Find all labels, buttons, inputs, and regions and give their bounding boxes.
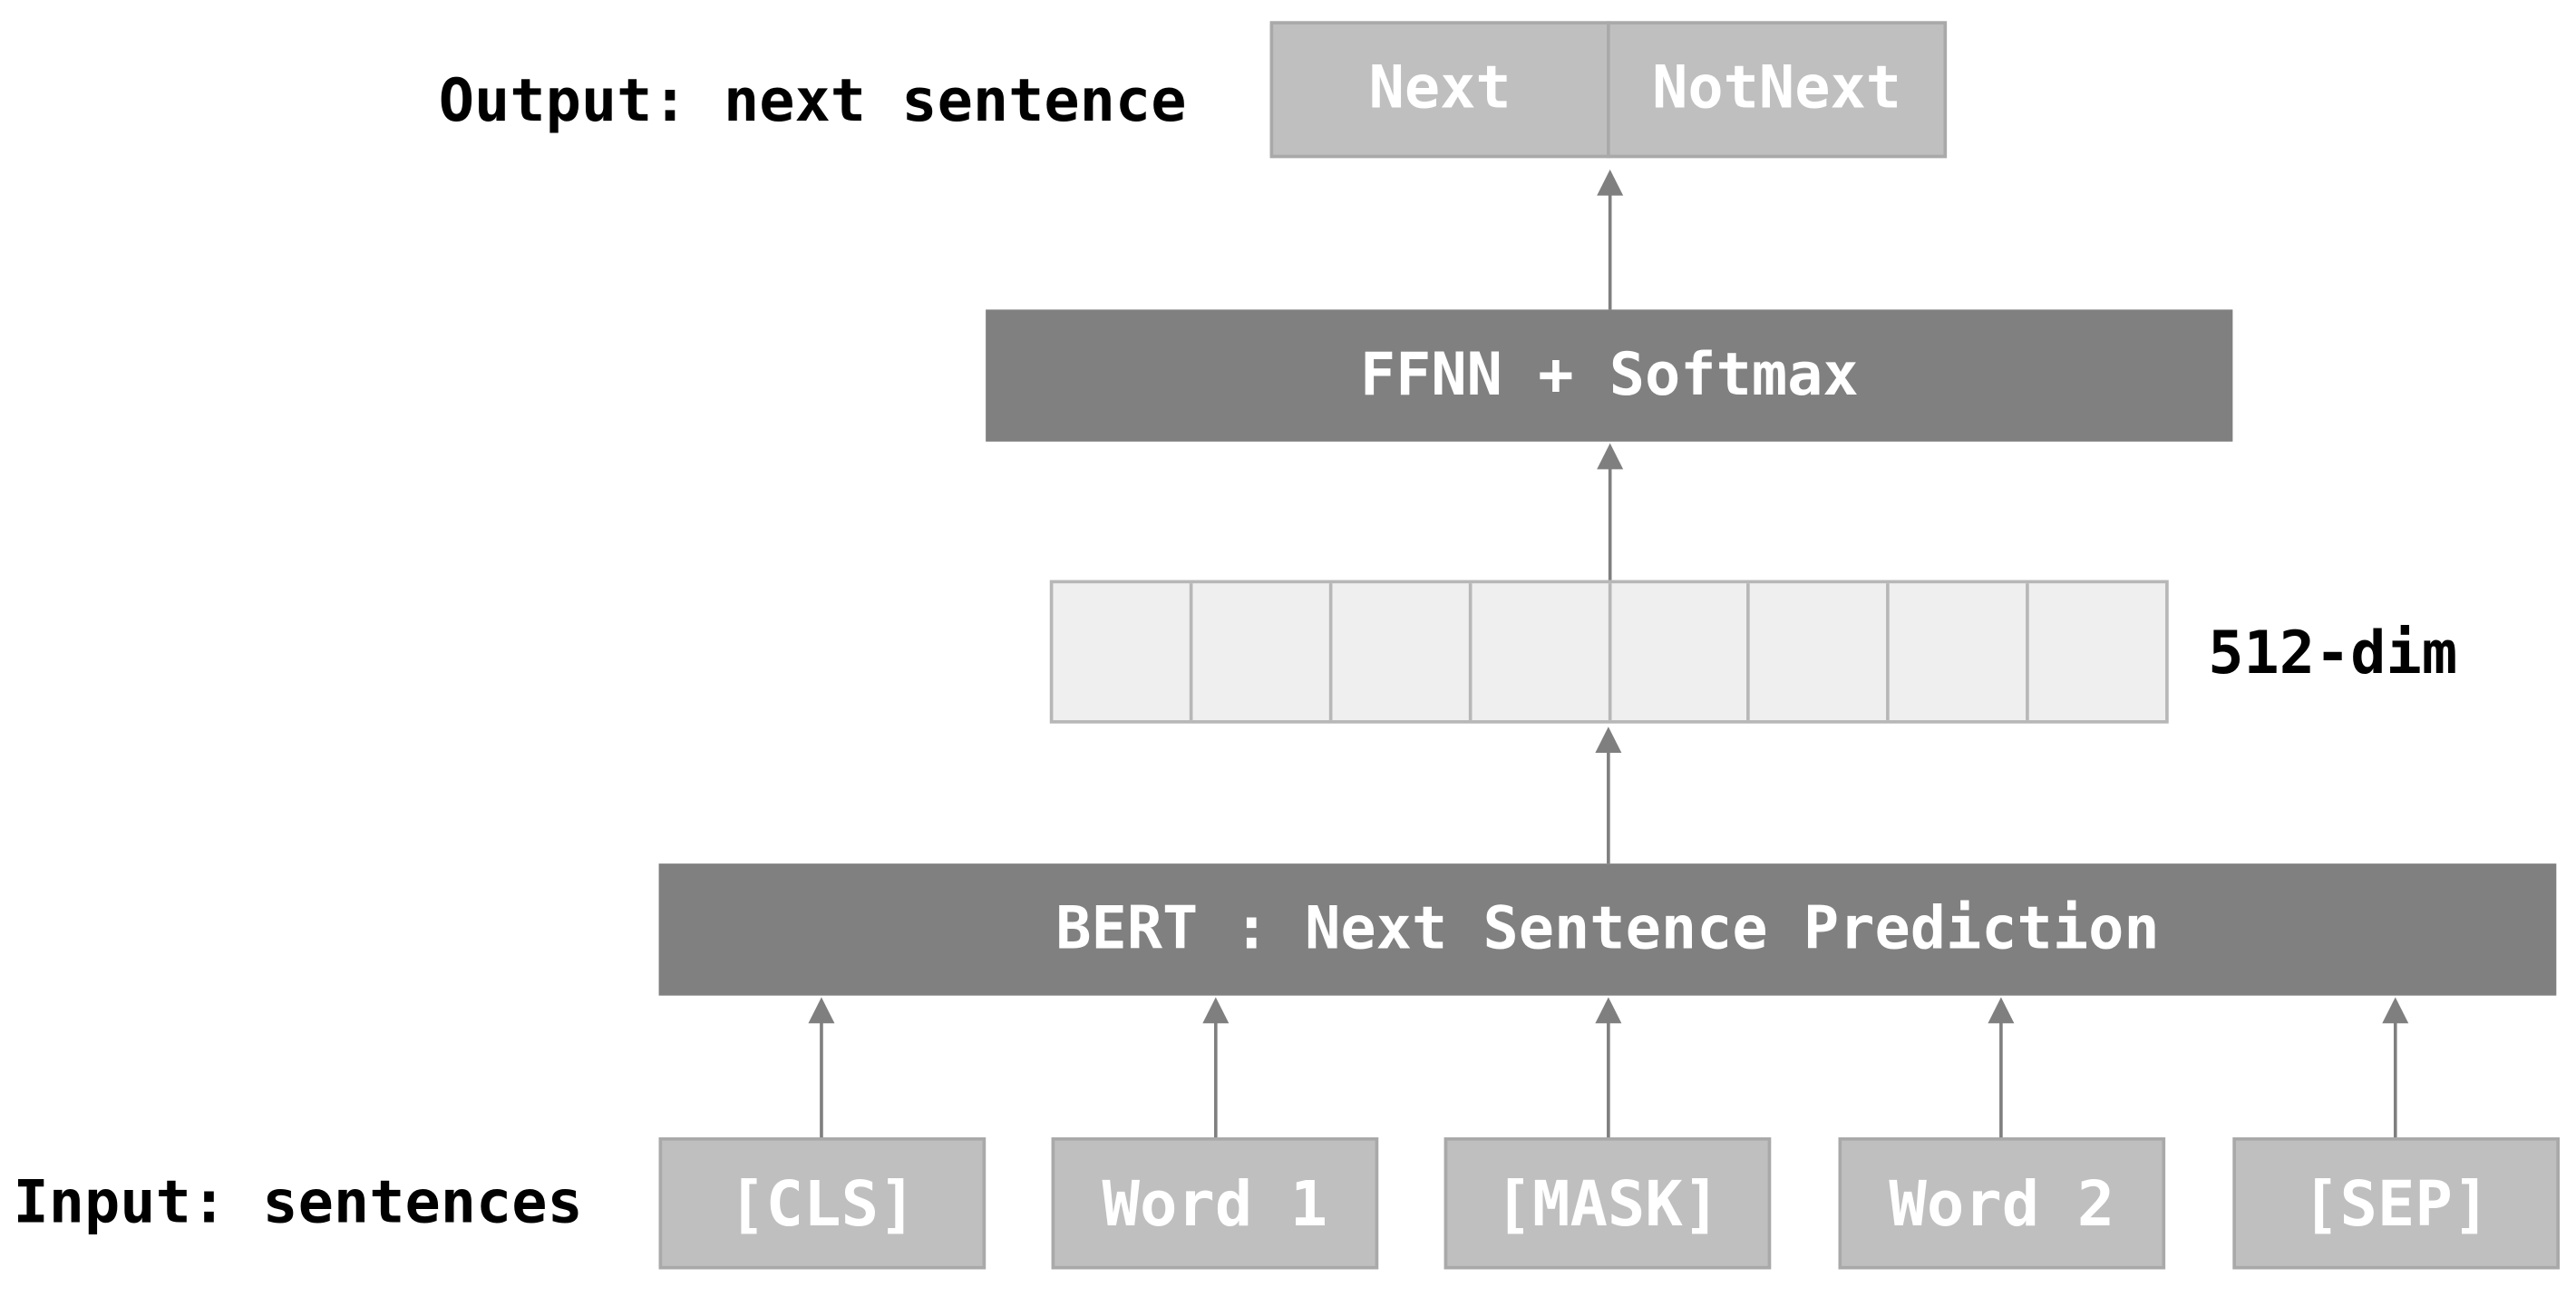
cls-embedding-vector bbox=[1049, 580, 2169, 724]
arrowhead bbox=[1597, 443, 1624, 470]
vector-cell bbox=[1332, 583, 1472, 721]
bert-encoder-block: BERT : Next Sentence Prediction bbox=[658, 863, 2557, 996]
input-label: Input: sentences bbox=[13, 1169, 583, 1237]
arrowhead bbox=[1597, 169, 1624, 196]
arrowhead bbox=[808, 997, 835, 1024]
vector-cell bbox=[1192, 583, 1332, 721]
vector-cell bbox=[1053, 583, 1193, 721]
arrowhead bbox=[1988, 997, 2015, 1024]
arrowhead bbox=[1595, 997, 1622, 1024]
arrowhead bbox=[1595, 727, 1622, 753]
vector-cell bbox=[1611, 583, 1751, 721]
output-class-notnext: NotNext bbox=[1607, 21, 1948, 159]
arrowhead bbox=[1202, 997, 1230, 1024]
input-token-sep: [SEP] bbox=[2232, 1136, 2560, 1270]
input-token-word1: Word 1 bbox=[1051, 1136, 1379, 1270]
vector-dim-label: 512-dim bbox=[2208, 620, 2458, 688]
output-class-next: Next bbox=[1269, 21, 1610, 159]
input-token-cls: [CLS] bbox=[658, 1136, 987, 1270]
vector-cell bbox=[1472, 583, 1611, 721]
input-token-word2: Word 2 bbox=[1838, 1136, 2166, 1270]
input-token-mask: [MASK] bbox=[1444, 1136, 1772, 1270]
arrowhead bbox=[2382, 997, 2409, 1024]
vector-cell bbox=[1890, 583, 2029, 721]
output-label: Output: next sentence bbox=[438, 68, 1187, 136]
ffnn-softmax-block: FFNN + Softmax bbox=[986, 309, 2233, 442]
vector-cell bbox=[1750, 583, 1891, 721]
